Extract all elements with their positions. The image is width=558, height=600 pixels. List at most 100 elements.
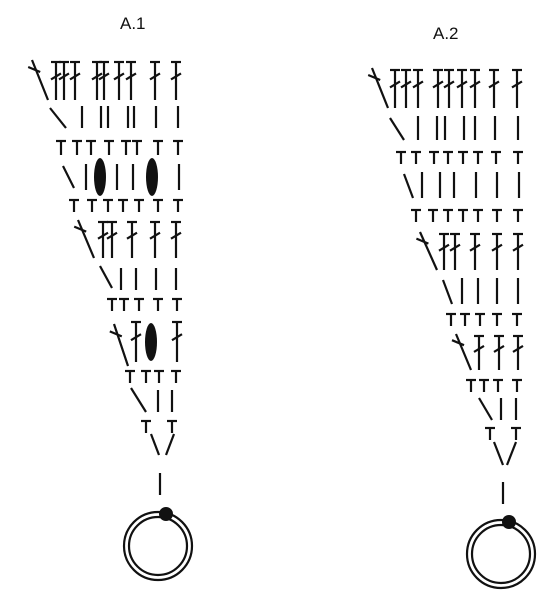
stitch-slash [432, 80, 444, 89]
stitch-stem [389, 117, 405, 141]
treble-crochet-symbol [412, 68, 424, 108]
stitch-slash [512, 243, 524, 252]
half-double-crochet-symbol [132, 139, 142, 155]
turning-treble-symbol [27, 59, 50, 101]
half-double-crochet-symbol [69, 198, 79, 212]
treble-crochet-symbol [432, 68, 444, 108]
treble-crochet-symbol [113, 60, 125, 100]
stitch-stem [441, 279, 454, 305]
turning-double-symbol [99, 265, 113, 289]
half-double-crochet-symbol [458, 150, 468, 164]
puff-stitch-symbol [146, 158, 158, 196]
treble-crochet-symbol [91, 60, 103, 100]
stitch-slash [91, 72, 103, 81]
half-double-crochet-symbol [443, 208, 453, 222]
half-double-crochet-symbol [119, 297, 129, 311]
half-double-crochet-symbol [86, 139, 96, 155]
half-double-crochet-symbol [121, 139, 131, 155]
treble-crochet-symbol [170, 60, 182, 100]
stitch-top-bar [73, 225, 87, 233]
stitch-slash [449, 243, 461, 252]
half-double-crochet-symbol [154, 369, 164, 383]
half-double-crochet-symbol [167, 419, 177, 433]
stitch-stem [370, 67, 390, 109]
half-double-crochet-symbol [475, 312, 485, 326]
treble-crochet-symbol [149, 220, 161, 258]
half-double-crochet-symbol [107, 297, 117, 311]
treble-crochet-symbol [126, 220, 138, 258]
ring-outer [465, 518, 537, 590]
stitch-top-bar [451, 339, 465, 347]
half-double-crochet-symbol [141, 419, 151, 433]
treble-crochet-symbol [50, 60, 62, 100]
stitch-slash [97, 231, 109, 240]
stitch-slash [400, 80, 412, 89]
half-double-crochet-symbol [153, 297, 163, 311]
treble-crochet-symbol [493, 334, 505, 370]
stitch-slash [412, 80, 424, 89]
puff-stitch-symbol [94, 158, 106, 196]
half-double-crochet-symbol [446, 312, 456, 326]
turning-treble-symbol [109, 323, 130, 367]
half-double-crochet-symbol [479, 378, 489, 392]
half-double-crochet-symbol [466, 378, 476, 392]
treble-crochet-symbol [149, 60, 161, 100]
treble-crochet-symbol [389, 68, 401, 108]
stitch-stem [112, 323, 130, 367]
half-double-crochet-symbol [173, 198, 183, 212]
half-double-crochet-symbol [411, 150, 421, 164]
stitch-slash [389, 80, 401, 89]
treble-crochet-symbol [106, 220, 118, 258]
stitch-slash [170, 72, 182, 81]
treble-crochet-symbol [400, 68, 412, 108]
ring-inner [127, 515, 189, 577]
stitch-stem [418, 231, 439, 271]
treble-crochet-symbol [130, 320, 142, 362]
half-double-crochet-symbol [429, 150, 439, 164]
treble-crochet-symbol [469, 68, 481, 108]
diagram-title-a1: A.1 [120, 14, 146, 33]
v-right-leg [164, 433, 176, 456]
stitch-stem [76, 219, 96, 259]
v-right-leg [505, 441, 518, 466]
stitch-slash [170, 231, 182, 240]
treble-crochet-symbol [98, 60, 110, 100]
stitch-top-bar [367, 73, 381, 82]
stitch-slash [512, 344, 524, 353]
treble-crochet-symbol [97, 220, 109, 258]
turning-double-symbol [441, 279, 454, 305]
treble-crochet-symbol [438, 232, 450, 270]
ring-outer [122, 510, 194, 582]
treble-crochet-symbol [511, 68, 523, 108]
treble-crochet-symbol [469, 232, 481, 270]
half-double-crochet-symbol [87, 198, 97, 212]
half-double-crochet-symbol [125, 369, 135, 383]
stitch-slash [438, 243, 450, 252]
stitch-stem [402, 173, 415, 199]
treble-crochet-symbol [456, 68, 468, 108]
stitch-slash [469, 243, 481, 252]
treble-crochet-symbol [512, 334, 524, 370]
turning-double-symbol [389, 117, 405, 141]
treble-crochet-symbol [69, 60, 81, 100]
half-double-crochet-symbol [513, 150, 523, 164]
half-double-crochet-symbol [56, 139, 66, 155]
stitch-stem [454, 333, 473, 371]
half-double-crochet-symbol [458, 208, 468, 222]
half-double-crochet-symbol [153, 198, 163, 212]
stitch-slash [488, 80, 500, 89]
turning-treble-symbol [415, 231, 439, 271]
puff-stitch-symbol [145, 323, 157, 361]
half-double-crochet-symbol [512, 378, 522, 392]
half-double-crochet-symbol [512, 312, 522, 326]
stitch-slash [456, 80, 468, 89]
stitch-slash [149, 231, 161, 240]
stitch-stem [478, 397, 493, 421]
half-double-crochet-symbol [513, 208, 523, 222]
half-double-crochet-symbol [172, 297, 182, 311]
ring-inner [470, 523, 532, 585]
stitch-slash [125, 72, 137, 81]
turning-treble-symbol [451, 333, 473, 371]
treble-crochet-symbol [443, 68, 455, 108]
treble-crochet-symbol [488, 68, 500, 108]
